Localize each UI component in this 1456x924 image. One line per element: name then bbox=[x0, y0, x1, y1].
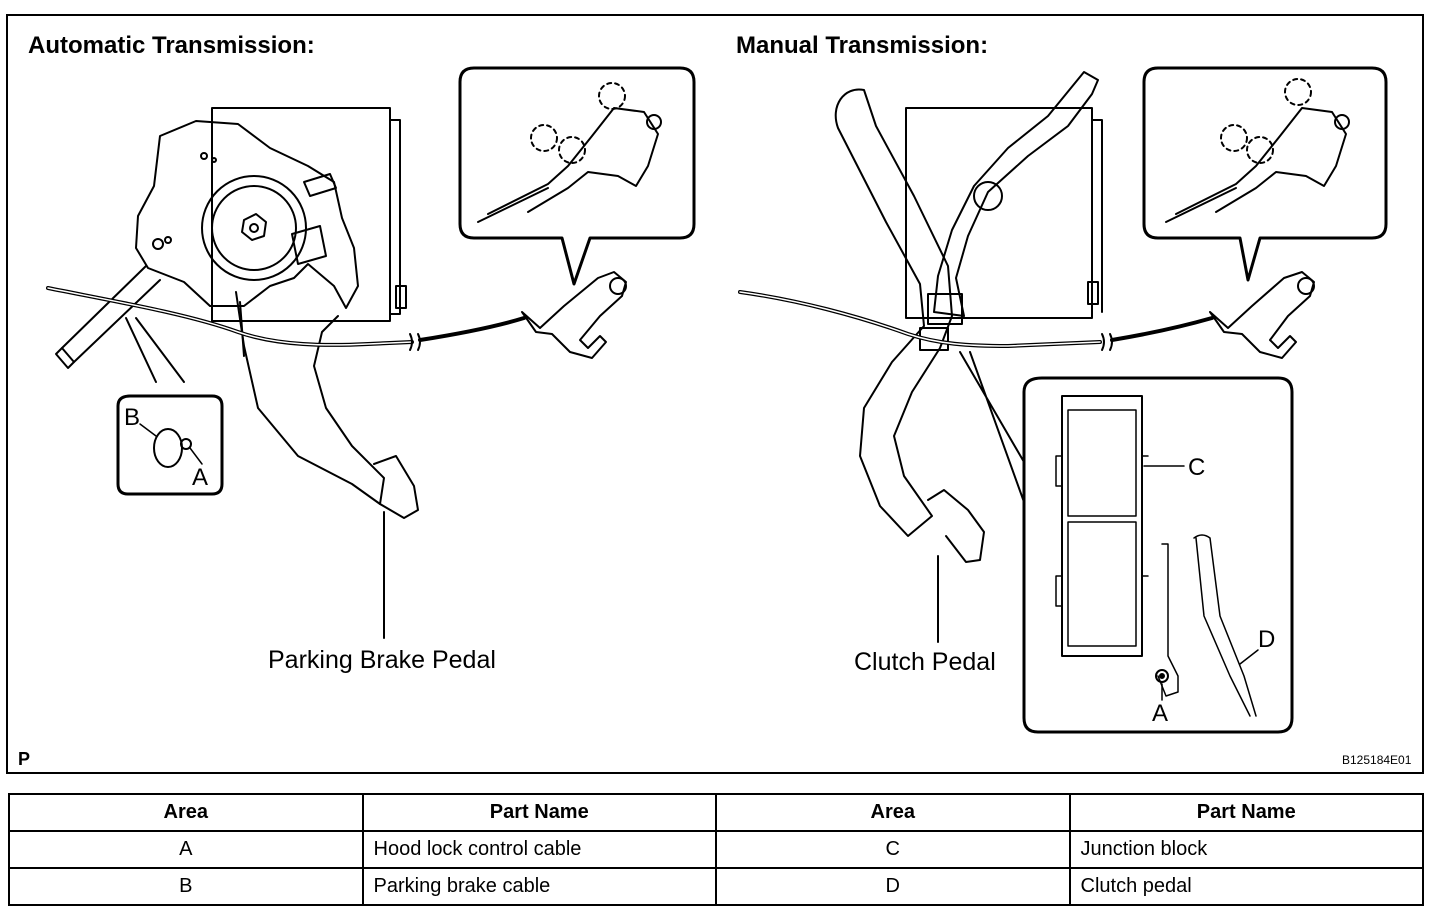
at-release-rod bbox=[61, 265, 161, 363]
mt-junction-tabs bbox=[1055, 455, 1149, 607]
mt-d-leader bbox=[1239, 649, 1259, 665]
at-detail-lever bbox=[487, 107, 659, 215]
legend-table: Area Part Name Area Part Name A Hood loc… bbox=[8, 793, 1424, 906]
label-d-right: D bbox=[1258, 626, 1276, 653]
mt-clutch-pad bbox=[927, 489, 985, 563]
at-bolt-hole bbox=[152, 238, 164, 250]
at-clamp-hole bbox=[180, 438, 192, 450]
at-rivet-1 bbox=[200, 152, 208, 160]
mt-bracket-plate bbox=[905, 107, 1093, 319]
at-hub-center bbox=[249, 223, 259, 233]
at-release-rod-end bbox=[55, 347, 75, 369]
at-rivet-2 bbox=[211, 157, 217, 163]
at-pedal-pad bbox=[373, 455, 419, 519]
mt-detail-lever bbox=[1175, 107, 1347, 215]
area-cell: D bbox=[715, 867, 1071, 906]
mt-clamp-hole bbox=[1155, 669, 1169, 683]
at-bracket-plate bbox=[211, 107, 391, 322]
mt-junction-block bbox=[1061, 395, 1143, 657]
mt-pivot-hole bbox=[973, 181, 1003, 211]
mt-junction-modules bbox=[1067, 409, 1137, 647]
mt-clutch-segment bbox=[1193, 534, 1257, 717]
header-area: Area bbox=[8, 793, 364, 832]
mt-detail-claw-3 bbox=[1246, 136, 1274, 164]
table-row: B Parking brake cable D Clutch pedal bbox=[8, 867, 1424, 906]
mt-detail-pivot bbox=[1334, 114, 1350, 130]
mt-cable-core bbox=[739, 291, 1101, 347]
label-c-right: C bbox=[1188, 454, 1206, 481]
at-b-leader bbox=[139, 423, 157, 437]
mt-bracket-tab bbox=[1087, 281, 1099, 305]
at-bracket-flange bbox=[389, 119, 401, 315]
manual-title: Manual Transmission: bbox=[736, 32, 989, 59]
diagram-artwork bbox=[46, 66, 1388, 734]
at-pedal-arm bbox=[235, 291, 385, 505]
at-lever-pivot bbox=[609, 277, 627, 295]
at-detail-balloon bbox=[458, 66, 696, 286]
parking-brake-pedal-label: Parking Brake Pedal bbox=[268, 646, 496, 674]
header-part-name: Part Name bbox=[1068, 793, 1424, 832]
at-a-leader bbox=[189, 447, 203, 465]
at-ratchet-inner bbox=[211, 185, 297, 271]
header-part-name: Part Name bbox=[361, 793, 717, 832]
mt-clamp-bracket bbox=[1157, 543, 1179, 697]
clutch-pedal-label: Clutch Pedal bbox=[854, 648, 996, 676]
mt-detail-claw-1 bbox=[1284, 78, 1312, 106]
mt-detail-balloon bbox=[1142, 66, 1388, 282]
at-ratchet-wheel bbox=[201, 175, 307, 281]
mt-bracket-flange bbox=[1091, 119, 1103, 313]
mt-junction-connector bbox=[927, 293, 963, 325]
at-release-lever bbox=[521, 271, 627, 359]
at-cable-break bbox=[409, 333, 421, 351]
mt-detail-claw-2 bbox=[1220, 124, 1248, 152]
at-detail-claw-2 bbox=[530, 124, 558, 152]
corner-mark: P bbox=[18, 749, 31, 769]
label-a-left: A bbox=[192, 464, 209, 491]
mt-support-arm bbox=[933, 71, 1099, 317]
mt-clamp-dot bbox=[1159, 673, 1165, 679]
part-name-cell: Hood lock control cable bbox=[361, 830, 717, 869]
at-detail-cable bbox=[477, 187, 549, 223]
at-small-hole bbox=[164, 236, 172, 244]
figure-code: B125184E01 bbox=[1342, 753, 1412, 767]
automatic-assembly bbox=[46, 66, 696, 639]
at-hub-nut bbox=[241, 213, 267, 241]
header-area: Area bbox=[715, 793, 1071, 832]
at-cable-to-lever bbox=[418, 316, 526, 342]
mt-cable-to-lever bbox=[1110, 316, 1214, 342]
at-pawl bbox=[291, 225, 327, 265]
area-cell: B bbox=[8, 867, 364, 906]
part-name-cell: Junction block bbox=[1068, 830, 1424, 869]
label-a-right: A bbox=[1152, 700, 1169, 727]
at-detail-pivot bbox=[646, 114, 662, 130]
mt-release-lever bbox=[1209, 271, 1315, 359]
table-row: A Hood lock control cable C Junction blo… bbox=[8, 830, 1424, 869]
part-name-cell: Parking brake cable bbox=[361, 867, 717, 906]
at-pedal-edge bbox=[239, 301, 245, 357]
mt-cable-break bbox=[1101, 333, 1113, 351]
diagram-figure: Automatic Transmission: Manual Transmiss… bbox=[6, 14, 1424, 774]
area-cell: C bbox=[715, 830, 1071, 869]
mt-lever-pivot bbox=[1297, 277, 1315, 295]
mt-junction-balloon bbox=[1022, 376, 1294, 734]
mt-callout-leader bbox=[959, 351, 1025, 503]
automatic-title: Automatic Transmission: bbox=[28, 32, 315, 59]
area-cell: A bbox=[8, 830, 364, 869]
manual-assembly bbox=[738, 66, 1388, 734]
at-detail-claw-1 bbox=[598, 82, 626, 110]
at-detail-claw-3 bbox=[558, 136, 586, 164]
at-small-balloon bbox=[116, 394, 224, 496]
label-b-left: B bbox=[124, 404, 141, 431]
at-callout-leader bbox=[125, 317, 185, 383]
at-hood-lock-cable bbox=[46, 286, 414, 347]
at-bracket-tab bbox=[395, 285, 407, 309]
legend-header-row: Area Part Name Area Part Name bbox=[8, 793, 1424, 832]
mt-detail-cable bbox=[1165, 187, 1237, 223]
at-mechanism-housing bbox=[135, 120, 359, 309]
at-cable-clip bbox=[303, 173, 337, 197]
at-cable-core bbox=[47, 287, 413, 346]
part-name-cell: Clutch pedal bbox=[1068, 867, 1424, 906]
at-cable-hole bbox=[153, 428, 183, 468]
